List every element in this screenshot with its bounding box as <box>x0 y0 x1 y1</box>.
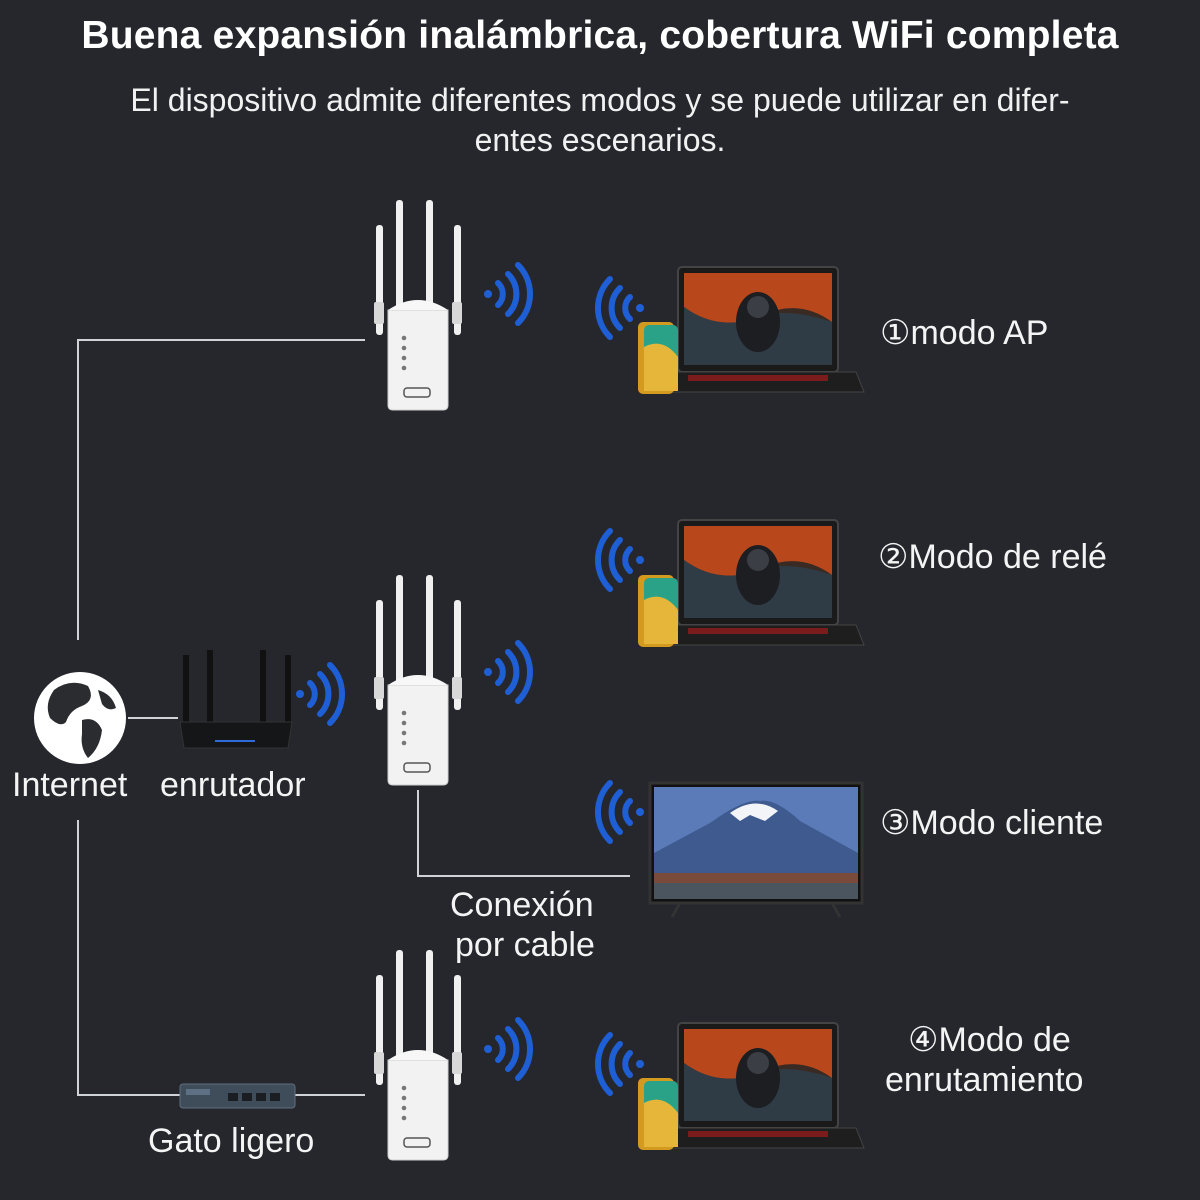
router-icon <box>179 650 293 749</box>
switch-icon <box>179 1083 296 1109</box>
mode-relay-label: ②Modo de relé <box>878 538 1107 576</box>
connection-lines <box>77 339 630 1096</box>
cable-label-line-2: por cable <box>455 926 595 964</box>
mode-client-label: ③Modo cliente <box>880 804 1104 842</box>
wifi-wave-icon <box>598 783 644 841</box>
wifi-wave-icon <box>598 279 644 337</box>
router-label: enrutador <box>160 766 306 804</box>
wifi-wave-icon <box>484 643 530 701</box>
wifi-wave-icon <box>296 665 342 723</box>
line-internet-to-ap <box>77 339 365 640</box>
laptop-icon <box>637 1022 865 1151</box>
wifi-wave-icon <box>484 265 530 323</box>
wifi-wave-icon <box>598 1035 644 1093</box>
repeater-icon <box>373 949 463 1161</box>
internet-label: Internet <box>12 766 128 804</box>
page-title: Buena expansión inalámbrica, cobertura W… <box>81 14 1119 57</box>
mode-ap-label: ①modo AP <box>880 314 1049 352</box>
page-subtitle: El dispositivo admite diferentes modos y… <box>30 80 1170 160</box>
repeater-icon <box>373 574 463 786</box>
line-cable-to-tv <box>417 790 630 877</box>
wifi-wave-icon <box>598 531 644 589</box>
mode-routing-label-line-1: ④Modo de <box>908 1021 1071 1059</box>
globe-icon <box>34 672 126 764</box>
laptop-icon <box>637 519 865 648</box>
subtitle-line-1: El dispositivo admite diferentes modos y… <box>130 82 1070 118</box>
subtitle-line-2: entes escenarios. <box>474 122 726 158</box>
switch-label: Gato ligero <box>148 1122 315 1160</box>
mode-routing-label-line-2: enrutamiento <box>885 1061 1084 1099</box>
line-internet-to-switch <box>77 820 180 1096</box>
repeater-icon <box>373 199 463 411</box>
cable-label-line-1: Conexión <box>450 886 594 924</box>
tv-icon <box>648 781 864 919</box>
laptop-icon <box>637 266 865 395</box>
wifi-wave-icon <box>484 1020 530 1078</box>
